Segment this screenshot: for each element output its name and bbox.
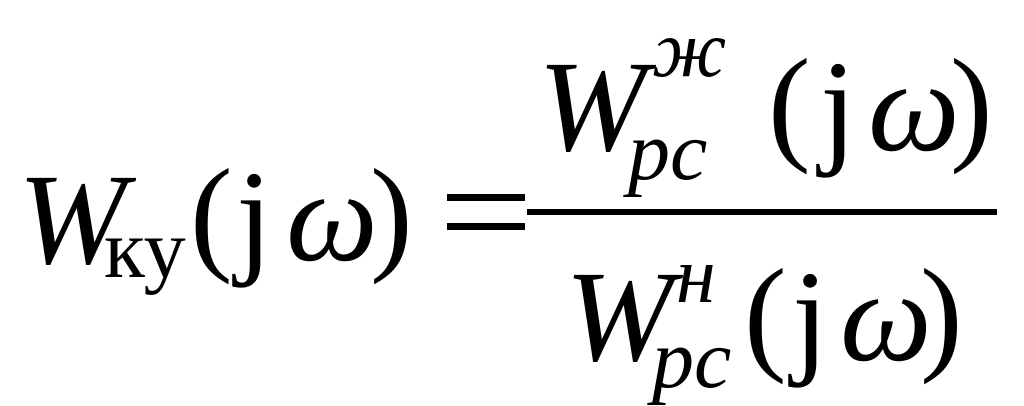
numerator-subscript: рс — [628, 105, 708, 198]
denominator-omega: ω — [840, 245, 932, 389]
numerator-w-symbol: W — [538, 35, 647, 179]
numerator-open-paren: ( — [768, 33, 811, 175]
equals-top-bar — [447, 194, 525, 201]
numerator-j: j — [820, 35, 857, 179]
denominator-subscript: рс — [652, 313, 732, 406]
equals-bottom-bar — [447, 223, 525, 230]
denominator-open-paren: ( — [744, 243, 787, 385]
lhs-j: j — [236, 145, 273, 289]
lhs-close-paren: ) — [370, 143, 413, 285]
lhs-subscript: ку — [104, 203, 186, 296]
numerator-close-paren: ) — [950, 33, 993, 175]
fraction-bar — [527, 209, 997, 215]
lhs-omega: ω — [286, 145, 378, 289]
lhs-w-symbol: W — [18, 148, 127, 292]
lhs-open-paren: ( — [190, 143, 233, 285]
denominator-w-symbol: W — [565, 245, 674, 389]
denominator-close-paren: ) — [920, 243, 963, 385]
numerator-omega: ω — [868, 35, 960, 179]
denominator-superscript: н — [676, 232, 716, 320]
equals-glyph: = — [440, 148, 513, 278]
denominator-j: j — [792, 245, 829, 389]
numerator-superscript: ж — [652, 6, 727, 94]
